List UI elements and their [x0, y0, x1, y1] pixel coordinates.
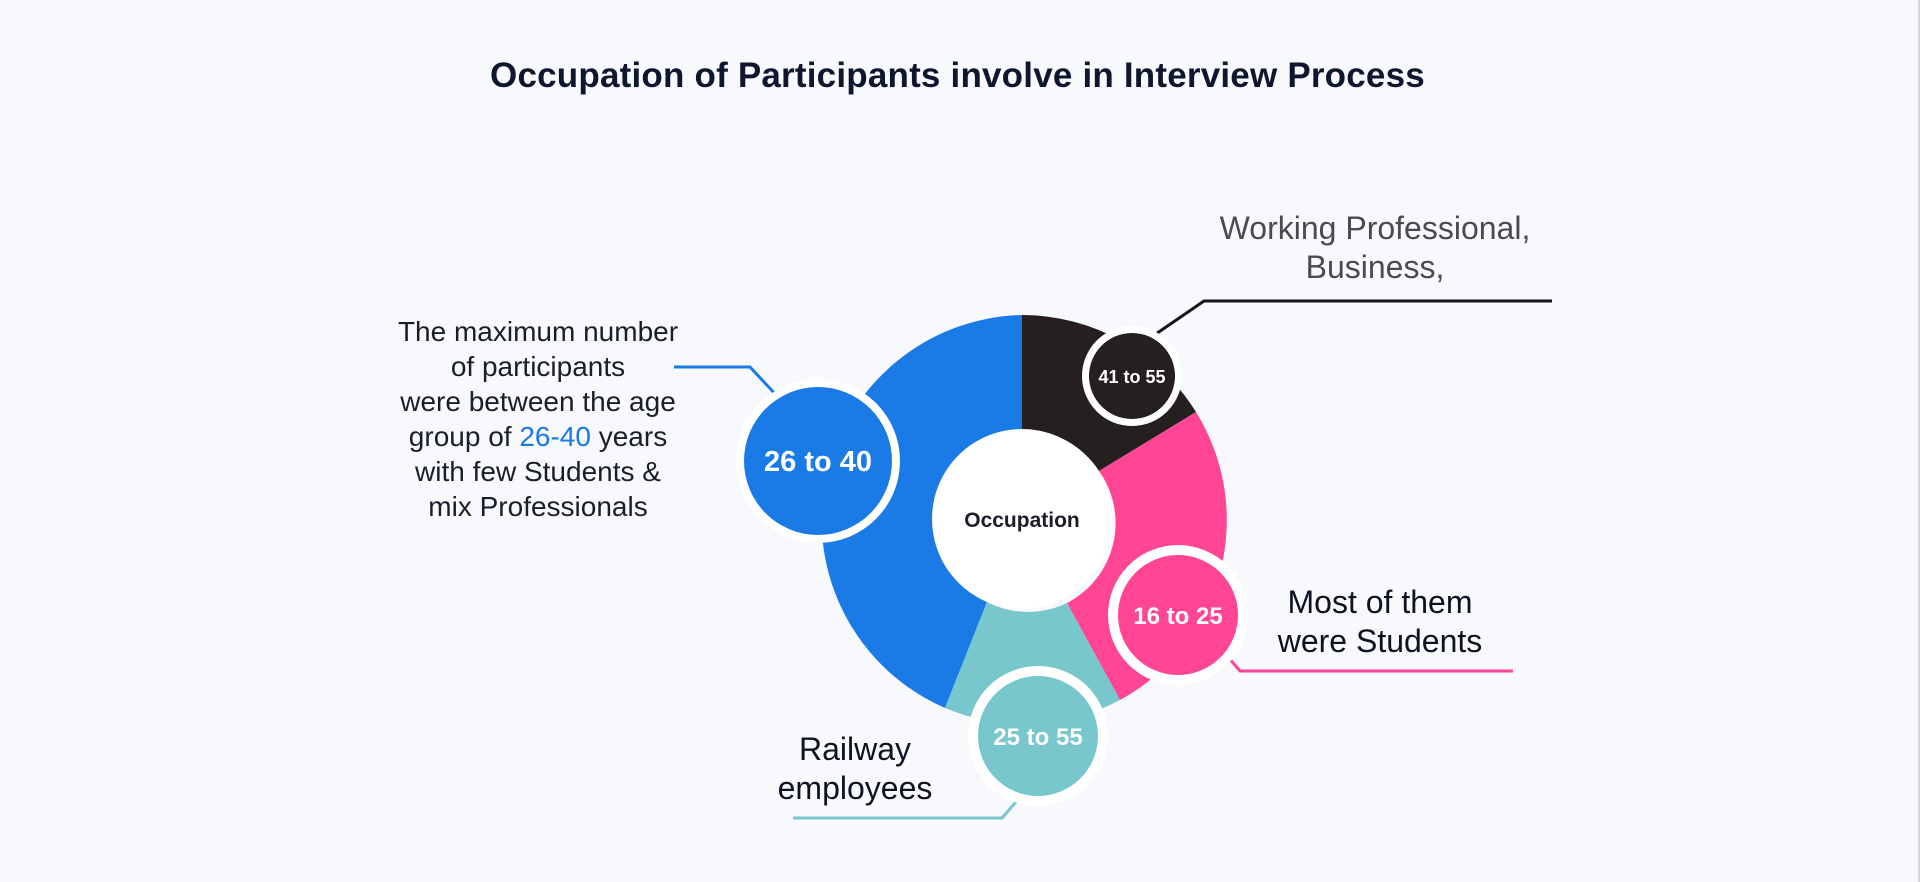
badge-label-25-to-55: 25 to 55	[993, 724, 1082, 751]
badge-16-to-25: 16 to 25	[1108, 545, 1248, 685]
callout-line: group of 26-40 years	[338, 419, 738, 454]
callout-line: Business,	[1305, 249, 1445, 285]
callout-line: were between the age	[400, 386, 676, 417]
center-hub	[932, 429, 1112, 609]
callout-text: group of	[408, 421, 520, 452]
leader-line-26-to-40	[674, 365, 780, 399]
callout-text: years	[590, 421, 668, 452]
center-label: Occupation	[964, 509, 1080, 532]
badge-label-16-to-25: 16 to 25	[1133, 603, 1222, 630]
callout-working-professional: Working Professional, Business,	[1160, 209, 1590, 287]
callout-line: of participants	[450, 351, 626, 382]
right-edge-divider	[1918, 0, 1920, 882]
badge-26-to-40: 26 to 40	[736, 379, 900, 543]
callout-line: were Students	[1277, 623, 1483, 659]
callout-line: with few Students &	[415, 456, 661, 487]
callout-line: Railway	[798, 731, 912, 767]
age-range-highlight: 26-40	[519, 421, 591, 452]
badge-label-26-to-40: 26 to 40	[764, 446, 872, 478]
callout-line: employees	[777, 770, 933, 806]
badge-label-41-to-55: 41 to 55	[1098, 367, 1165, 387]
leader-line-41-to-55	[1149, 299, 1552, 340]
callout-line: Working Professional,	[1219, 210, 1531, 246]
callout-line: Most of them	[1287, 584, 1473, 620]
callout-maximum-participants: The maximum number of participants were …	[338, 314, 738, 524]
badge-25-to-55: 25 to 55	[968, 666, 1108, 806]
callout-railway-employees: Railway employees	[730, 730, 980, 808]
badge-41-to-55: 41 to 55	[1082, 326, 1182, 426]
diagram-title: Occupation of Participants involve in In…	[490, 56, 1425, 95]
callout-line: mix Professionals	[428, 491, 648, 522]
callout-students: Most of them were Students	[1230, 583, 1530, 661]
callout-line: The maximum number	[397, 316, 679, 347]
